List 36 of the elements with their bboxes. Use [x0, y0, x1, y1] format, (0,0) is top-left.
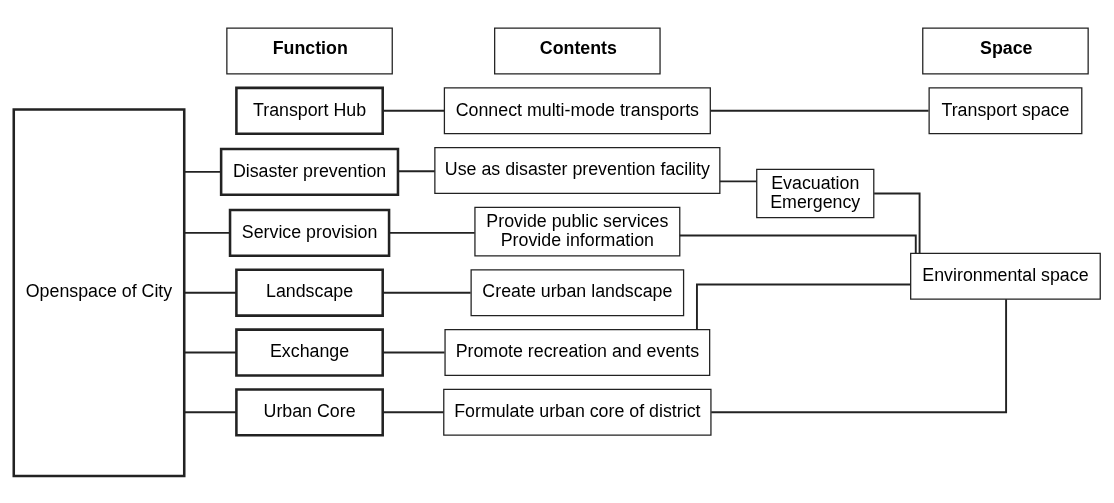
- connector: [678, 234, 917, 254]
- node-box: Create urban landscape: [470, 268, 685, 316]
- node-box: Connect multi-mode transports: [443, 86, 711, 134]
- node-box: Provide public services Provide information: [474, 206, 681, 256]
- connector: [709, 109, 930, 112]
- node-box: Formulate urban core of district: [443, 388, 712, 436]
- connector: [718, 179, 758, 182]
- node-box: Urban Core: [235, 387, 384, 436]
- connector: [710, 297, 1008, 413]
- node-box: Environmental space: [910, 252, 1101, 300]
- node-box: Space: [922, 26, 1089, 75]
- connector: [381, 351, 446, 353]
- node-box: Promote recreation and events: [444, 328, 711, 376]
- connector: [183, 170, 222, 173]
- node-box: Landscape: [235, 268, 384, 317]
- node-box: Transport Hub: [235, 86, 384, 135]
- connector: [873, 192, 921, 254]
- node-box: Exchange: [235, 327, 384, 377]
- connector: [183, 291, 238, 294]
- node-box: Contents: [494, 26, 661, 75]
- node-box: Evacuation Emergency: [756, 168, 875, 218]
- connector: [183, 231, 231, 234]
- connector: [381, 291, 472, 294]
- node-box: Service provision: [228, 208, 391, 257]
- connector: [397, 169, 436, 172]
- connector: [183, 351, 238, 353]
- connector: [381, 410, 445, 413]
- connector: [381, 109, 445, 112]
- connector: [183, 410, 238, 413]
- node-box: Openspace of City: [12, 107, 186, 477]
- node-box: Transport space: [928, 86, 1083, 134]
- node-box: Disaster prevention: [219, 147, 400, 196]
- connector: [696, 283, 912, 330]
- connector: [388, 231, 476, 234]
- node-box: Function: [226, 26, 393, 75]
- node-box: Use as disaster prevention facility: [434, 146, 721, 194]
